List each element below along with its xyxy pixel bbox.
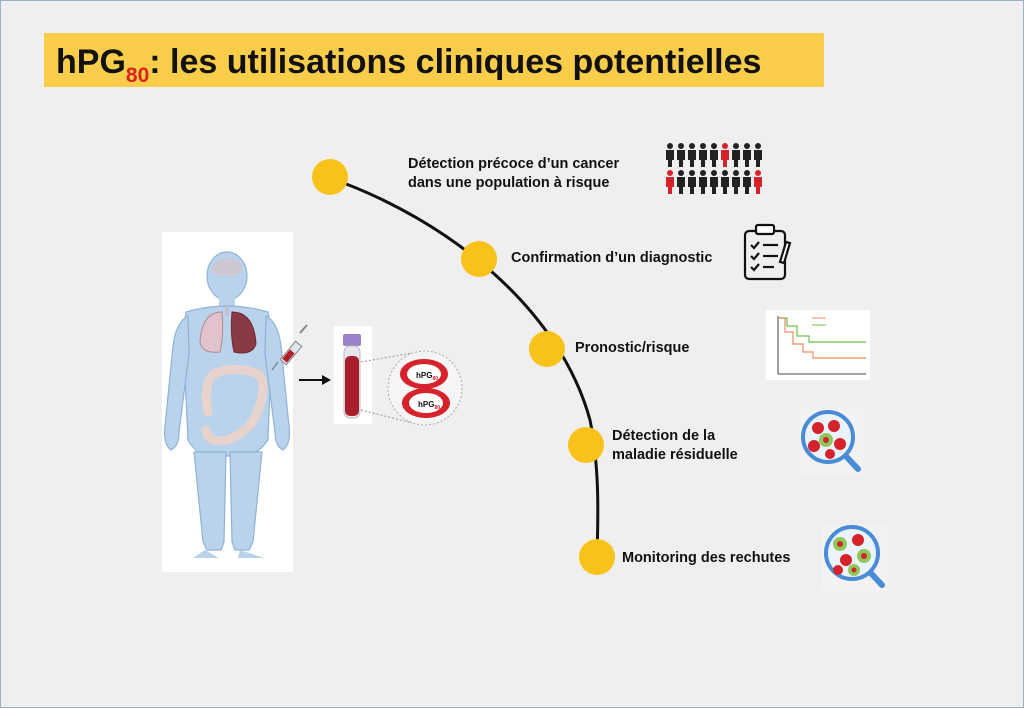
title-band [44,33,824,87]
bubble-bottom-label: hPG80 [418,400,440,411]
step-4-line1: Détection de la [612,428,716,444]
red-cell-top [400,359,448,389]
title-rest: : les utilisations cliniques potentielle… [149,43,762,81]
person-head [678,170,684,176]
syringe-icon [271,324,308,371]
magnifier-cells-icon [822,525,889,591]
person-head [755,170,761,176]
lungs-icon [199,306,257,354]
magnifier-cells-icon [800,409,864,475]
person-head [711,143,717,149]
timeline-dot-3 [529,331,565,367]
person-head [733,170,739,176]
step-1-label: Détection précoce d’un cancer dans une p… [408,155,619,193]
title-subscript: 80 [125,64,150,87]
timeline-dot-1 [312,159,348,195]
person-head [700,170,706,176]
person-body [710,150,718,167]
timeline-arc [329,176,600,557]
colon-icon [201,364,268,446]
person-body [699,177,707,194]
person-head [689,143,695,149]
person-body [754,177,762,194]
zoom-lines [360,352,413,424]
timeline-dot-5 [579,539,615,575]
red-cell-bottom [402,388,450,418]
survival-curve-icon [766,310,870,380]
person-head [744,170,750,176]
bubble-top-label: hPG80 [416,371,438,382]
person-body [666,150,674,167]
clipboard-checklist-icon [743,223,792,281]
person-body [666,177,674,194]
timeline-dot-4 [568,427,604,463]
person-head [711,170,717,176]
person-head [667,143,673,149]
step-4-line2: maladie résiduelle [612,447,738,463]
person-body [743,177,751,194]
person-head [722,143,728,149]
person-body [677,177,685,194]
person-head [678,143,684,149]
person-head [700,143,706,149]
person-head [667,170,673,176]
blood-tube-icon [343,334,361,419]
step-5-label: Monitoring des rechutes [622,550,791,566]
person-body [688,177,696,194]
person-body [699,150,707,167]
step-1-line2: dans une population à risque [408,175,610,191]
person-body [710,177,718,194]
person-body [732,150,740,167]
person-head [744,143,750,149]
title-main: hPG [56,43,126,81]
person-head [733,143,739,149]
person-body [732,177,740,194]
person-body [677,150,685,167]
step-2-label: Confirmation d’un diagnostic [511,250,713,266]
person-body [721,177,729,194]
step-3-label: Pronostic/risque [575,340,690,356]
population-icon [666,143,762,194]
step-4-label: Détection de la maladie résiduelle [612,427,738,465]
person-body [721,150,729,167]
slide-title: hPG80: les utilisations cliniques potent… [56,42,761,96]
person-head [689,170,695,176]
timeline-dot-2 [461,241,497,277]
person-body [743,150,751,167]
person-head [755,143,761,149]
person-body [754,150,762,167]
person-body [688,150,696,167]
step-1-line1: Détection précoce d’un cancer [408,156,620,172]
person-head [722,170,728,176]
